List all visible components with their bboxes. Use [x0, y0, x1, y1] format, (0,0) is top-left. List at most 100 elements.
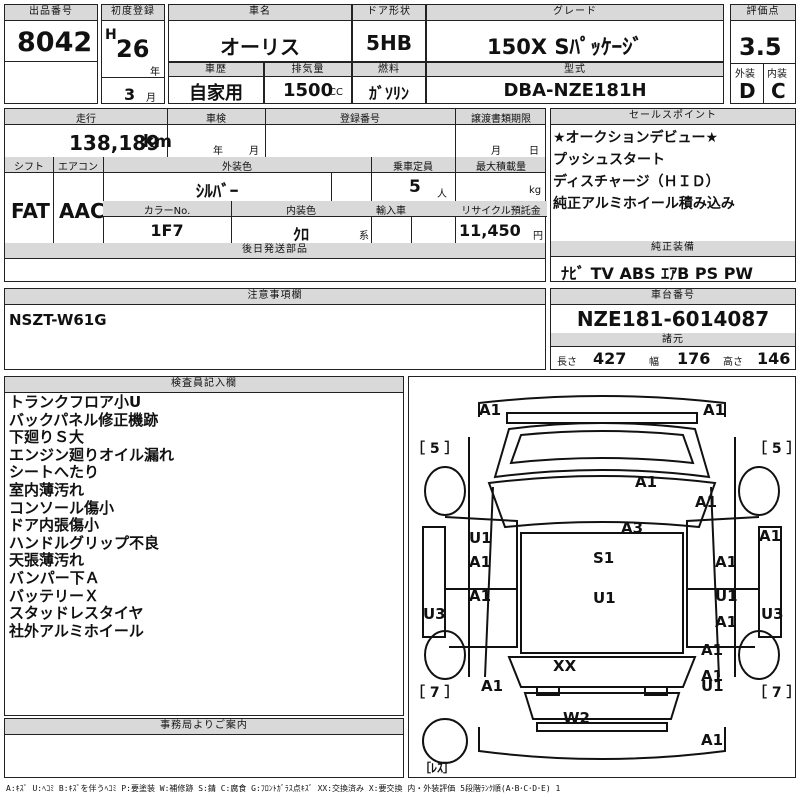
remark: バックパネル修正機跡: [9, 410, 159, 429]
capacity-label: 乗車定員: [393, 162, 433, 173]
tire-label-rear-left: ［ 7 ］: [411, 684, 459, 701]
damage-mark: A1: [759, 527, 781, 545]
ext-score: D: [739, 79, 756, 103]
damage-mark: U1: [715, 587, 738, 605]
height-label: 高さ: [723, 357, 743, 368]
fuel: ｶﾞｿﾘﾝ: [368, 84, 409, 103]
damage-mark: XX: [553, 657, 577, 675]
remark: ハンドルグリップ不良: [9, 533, 160, 552]
damage-mark: A1: [481, 677, 503, 695]
color-no-label: カラーNo.: [143, 206, 191, 217]
mileage-label: 走行: [76, 114, 96, 125]
grade-label: グレード: [427, 5, 723, 21]
first-reg-year-unit: 年: [150, 67, 160, 78]
score-label: 評価点: [731, 5, 795, 21]
first-reg-month: 3: [124, 85, 136, 104]
sales-point: 純正アルミホイール積み込み: [553, 196, 735, 212]
maxload-label: 最大積載量: [476, 162, 526, 173]
grade: 150X Sﾊﾟｯｹｰｼﾞ: [487, 35, 643, 59]
inspection-month-unit: 月: [249, 146, 259, 157]
first-reg-box: 初度登録 H 26 年 3 月: [101, 4, 165, 104]
history-box: 車歴 自家用: [168, 62, 264, 104]
remark: シートへたり: [9, 463, 100, 482]
first-reg-month-unit: 月: [146, 93, 156, 104]
door-label: ドア形状: [353, 5, 425, 21]
remark: トランクフロア小U: [9, 393, 142, 411]
damage-diagram-box: ［ 5 ］ ［ 5 ］ ［ 7 ］ ［ 7 ］ ［ﾚｽ］ A1 A1 A1 A1…: [408, 376, 796, 778]
door-box: ドア形状 5HB: [352, 4, 426, 62]
aircon: AAC: [59, 199, 105, 223]
recycle-label: リサイクル預託金: [461, 206, 541, 217]
transfer-label: 譲渡書類期限: [471, 114, 531, 125]
history: 自家用: [189, 83, 243, 104]
vehicle-info-box: 走行 車検 登録番号 譲渡書類期限 138,189 km 年 月 月 日 シフト…: [4, 108, 547, 282]
specs-label: 諸元: [551, 333, 795, 347]
sales-point: プッシュスタート: [553, 152, 665, 168]
damage-mark: A1: [701, 641, 723, 659]
model-box: 型式 DBA-NZE181H: [426, 62, 724, 104]
genuine-equipment-label: 純正装備: [551, 241, 795, 257]
remark: スタッドレスタイヤ: [9, 604, 144, 623]
damage-mark: A1: [715, 613, 737, 631]
aircon-label: エアコン: [58, 162, 98, 173]
sales-point: ★オークションデビュー★: [553, 130, 719, 146]
length-label: 長さ: [557, 357, 577, 368]
car-name: オーリス: [220, 35, 300, 59]
grade-box: グレード 150X Sﾊﾟｯｹｰｼﾞ: [426, 4, 724, 62]
inspector-remarks: トランクフロア小U バックパネル修正機跡 下廻りＳ大 エンジン廻りオイル漏れ シ…: [9, 393, 175, 640]
sales-points-label: セールスポイント: [551, 109, 795, 125]
import-label: 輸入車: [376, 206, 406, 217]
damage-mark: A3: [621, 519, 643, 537]
inspector-label: 検査員記入欄: [5, 377, 403, 393]
inspection-year-unit: 年: [213, 146, 223, 157]
damage-mark: A1: [703, 401, 725, 419]
remark: エンジン廻りオイル漏れ: [9, 445, 175, 464]
history-label: 車歴: [169, 63, 263, 77]
chassis-box: 車台番号 NZE181-6014087 諸元 長さ 427 幅 176 高さ 1…: [550, 288, 796, 370]
model-label: 型式: [427, 63, 723, 77]
displacement-label: 排気量: [265, 63, 351, 77]
sales-point: ディスチャージ（ＨＩＤ）: [553, 174, 720, 190]
tire-label-front-left: ［ 5 ］: [411, 440, 459, 457]
capacity-unit: 人: [437, 189, 447, 200]
notes-box: 注意事項欄 NSZT-W61G: [4, 288, 546, 370]
damage-mark: U1: [701, 677, 724, 695]
damage-mark: U3: [423, 605, 446, 623]
notes: NSZT-W61G: [9, 311, 107, 329]
displacement-unit: CC: [329, 87, 343, 98]
tire-label-spare: ［ﾚｽ］: [419, 760, 455, 775]
damage-mark: A1: [715, 553, 737, 571]
int-score-label: 内装: [767, 69, 787, 80]
damage-mark: U3: [761, 605, 784, 623]
score-box: 評価点 3.5 外装 内装 D C: [730, 4, 796, 104]
first-reg-era: H: [105, 27, 117, 43]
mileage-unit: km: [143, 132, 173, 152]
lot-label: 出品番号: [5, 5, 97, 21]
lot-number: 8042: [17, 27, 93, 58]
chassis-number: NZE181-6014087: [576, 307, 770, 331]
int-color-label: 内装色: [286, 206, 316, 217]
damage-mark: A1: [701, 667, 723, 685]
displacement: 1500: [283, 80, 334, 101]
genuine-equipment: ﾅﾋﾞ TV ABS ｴｱB PS PW: [561, 264, 754, 283]
legend: A:ｷｽﾞ U:ﾍｺﾐ B:ｷｽﾞを伴うﾍｺﾐ P:要塗装 W:補修跡 S:錆 …: [6, 784, 561, 793]
recycle-unit: 円: [533, 231, 543, 242]
damage-mark: S1: [593, 549, 614, 567]
ext-score-label: 外装: [735, 69, 755, 80]
damage-mark: U1: [593, 589, 616, 607]
damage-mark: A1: [695, 493, 717, 511]
inspector-box: 検査員記入欄 トランクフロア小U バックパネル修正機跡 下廻りＳ大 エンジン廻り…: [4, 376, 404, 716]
int-color: ｸﾛ: [292, 225, 309, 244]
ext-color-label: 外装色: [222, 162, 252, 173]
tire-label-front-right: ［ 5 ］: [753, 440, 795, 457]
damage-mark: A1: [635, 473, 657, 491]
damage-mark: W2: [563, 709, 590, 727]
first-reg-year: 26: [116, 35, 150, 63]
car-name-box: 車名 オーリス: [168, 4, 352, 62]
displacement-box: 排気量 1500 CC: [264, 62, 352, 104]
door-type: 5HB: [366, 31, 412, 55]
int-color-unit: 系: [359, 231, 369, 242]
fuel-label: 燃料: [353, 63, 425, 77]
remark: 天張薄汚れ: [9, 551, 85, 570]
shift-label: シフト: [14, 162, 44, 173]
